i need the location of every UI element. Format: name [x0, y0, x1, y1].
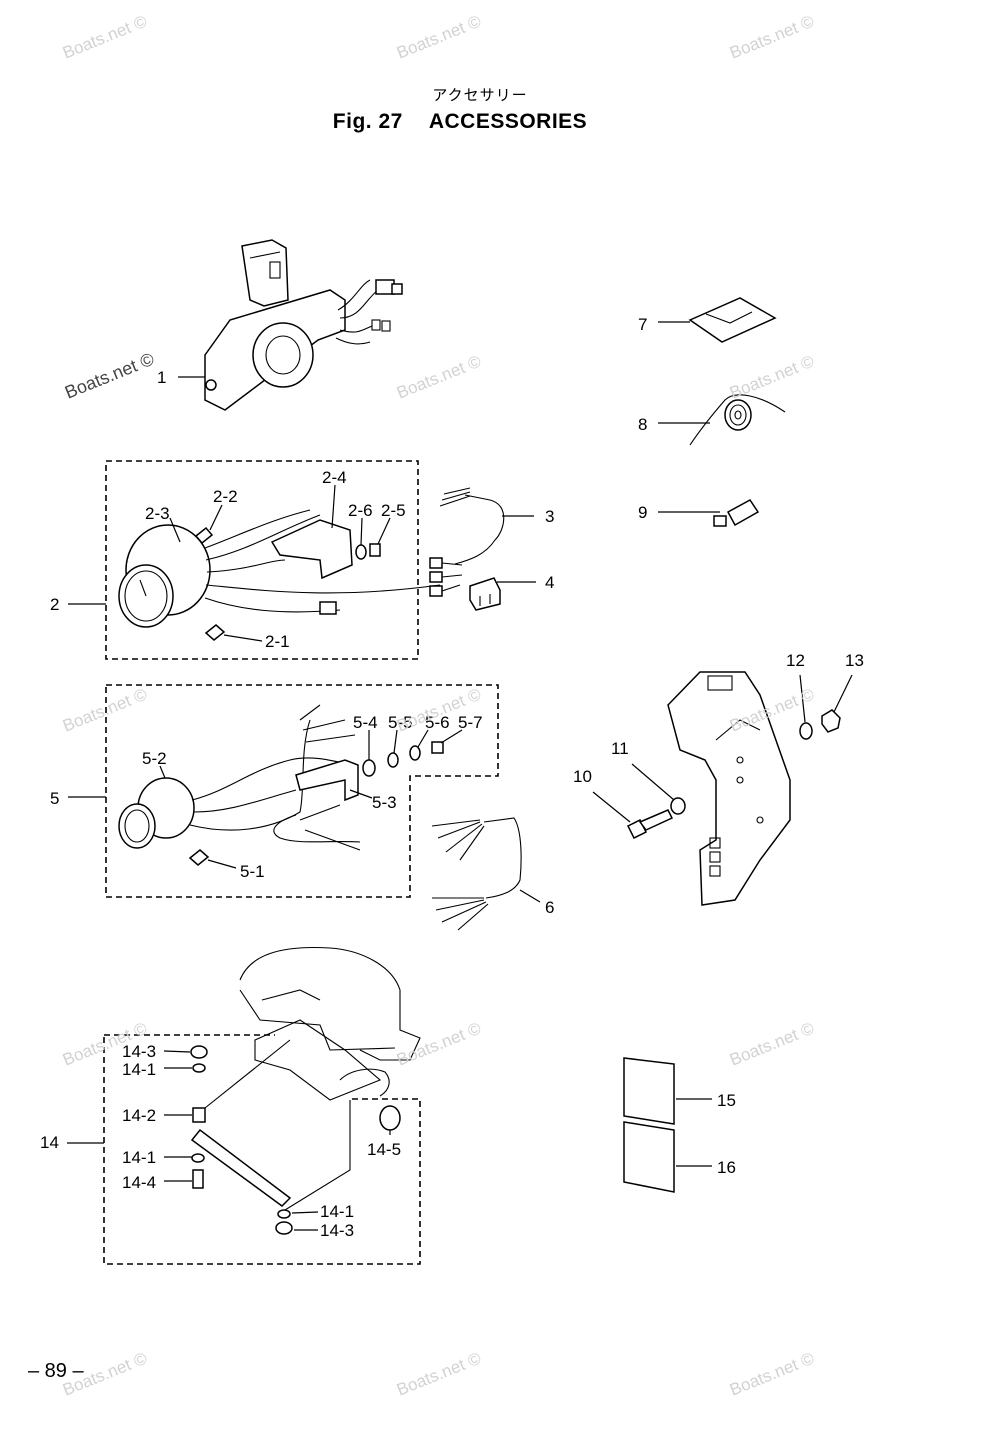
part-14-1-washer-top[interactable]	[192, 1063, 206, 1073]
callout-13: 13	[845, 651, 864, 670]
callout-5: 5	[50, 789, 59, 808]
part-14-2-bushing[interactable]	[192, 1107, 206, 1123]
callout-2: 2	[50, 595, 59, 614]
part-6-harness[interactable]	[431, 817, 522, 931]
part-8-cord[interactable]	[689, 394, 786, 446]
part-16-label[interactable]	[623, 1121, 675, 1193]
page-number: – 89 –	[28, 1360, 84, 1382]
callout-15: 15	[717, 1091, 736, 1110]
callout-14-1-bottom: 14-1	[320, 1202, 354, 1221]
part-12-washer[interactable]	[799, 722, 813, 740]
part-5-7-nut[interactable]	[431, 741, 444, 754]
part-4-connector[interactable]	[469, 577, 501, 611]
callout-9: 9	[638, 503, 647, 522]
callout-5-2: 5-2	[142, 749, 167, 768]
callout-2-4: 2-4	[322, 468, 347, 487]
callout-12: 12	[786, 651, 805, 670]
part-13-nut[interactable]	[821, 709, 841, 733]
callout-7: 7	[638, 315, 647, 334]
callout-14-3-top: 14-3	[122, 1042, 156, 1061]
part-5-6-washer[interactable]	[409, 745, 421, 761]
figure-title-japanese: アクセサリー	[432, 86, 528, 104]
callout-5-3: 5-3	[372, 793, 397, 812]
callout-14-1-mid: 14-1	[122, 1148, 156, 1167]
callout-14-5: 14-5	[367, 1140, 401, 1159]
callout-11: 11	[611, 739, 629, 758]
callout-14-4: 14-4	[122, 1173, 156, 1192]
part-5-1-bulb[interactable]	[188, 849, 210, 866]
figure-title: Fig. 27 ACCESSORIES	[300, 110, 620, 134]
callout-5-5: 5-5	[388, 713, 413, 732]
part-14-1-washer-bottom[interactable]	[277, 1209, 291, 1219]
part-2-5-nut[interactable]	[369, 543, 381, 557]
part-5-3-bracket[interactable]	[295, 759, 359, 802]
clamp-bracket[interactable]	[667, 671, 791, 906]
part-5-5-washer[interactable]	[387, 752, 399, 768]
figure-number: Fig. 27	[332, 110, 403, 133]
callout-14-3-bottom: 14-3	[320, 1221, 354, 1240]
callout-14: 14	[40, 1133, 59, 1152]
part-14-3-nut-bottom[interactable]	[275, 1221, 293, 1235]
callout-14-1-top: 14-1	[122, 1060, 156, 1079]
part-14-1-washer-mid[interactable]	[191, 1153, 205, 1163]
tachometer[interactable]	[118, 509, 441, 628]
part-14-3-nut-top[interactable]	[190, 1045, 208, 1059]
steering-link-rod[interactable]	[190, 1039, 351, 1211]
part-15-label[interactable]	[623, 1057, 675, 1125]
callout-2-3: 2-3	[145, 504, 170, 523]
part-3-harness[interactable]	[429, 487, 505, 597]
part-5-4-washer[interactable]	[362, 759, 376, 777]
callout-5-1: 5-1	[240, 862, 265, 881]
group-2-box	[105, 460, 419, 660]
callout-5-4: 5-4	[353, 713, 378, 732]
part-7-pouch[interactable]	[688, 297, 777, 343]
trim-meter[interactable]	[118, 704, 361, 851]
part-11-washer[interactable]	[670, 797, 686, 815]
callout-6: 6	[545, 898, 554, 917]
part-2-4-bracket[interactable]	[270, 519, 353, 580]
group-5-box	[105, 684, 499, 898]
part-14-5-nut[interactable]	[379, 1105, 401, 1131]
part-10-bolt[interactable]	[626, 809, 674, 840]
callout-2-2: 2-2	[213, 487, 238, 506]
callout-5-7: 5-7	[458, 713, 483, 732]
part-2-1-bulb[interactable]	[204, 624, 226, 641]
remote-control-box[interactable]	[204, 239, 403, 411]
callout-1: 1	[157, 368, 166, 387]
part-2-2-bulb[interactable]	[194, 526, 214, 545]
callout-2-5: 2-5	[381, 501, 406, 520]
callout-2-6: 2-6	[348, 501, 373, 520]
part-14-4-bolt[interactable]	[192, 1169, 204, 1189]
figure-name: ACCESSORIES	[428, 110, 588, 133]
callout-16: 16	[717, 1158, 736, 1177]
callout-3: 3	[545, 507, 554, 526]
engine-bottom-cowl	[239, 946, 421, 1101]
callout-4: 4	[545, 573, 554, 592]
part-2-6-washer[interactable]	[355, 544, 367, 560]
callout-5-6: 5-6	[425, 713, 450, 732]
callout-8: 8	[638, 415, 647, 434]
callout-2-1: 2-1	[265, 632, 290, 651]
callout-14-2: 14-2	[122, 1106, 156, 1125]
part-9-cap[interactable]	[713, 499, 760, 527]
group-14-box	[103, 1034, 421, 1265]
callout-10: 10	[573, 767, 592, 786]
